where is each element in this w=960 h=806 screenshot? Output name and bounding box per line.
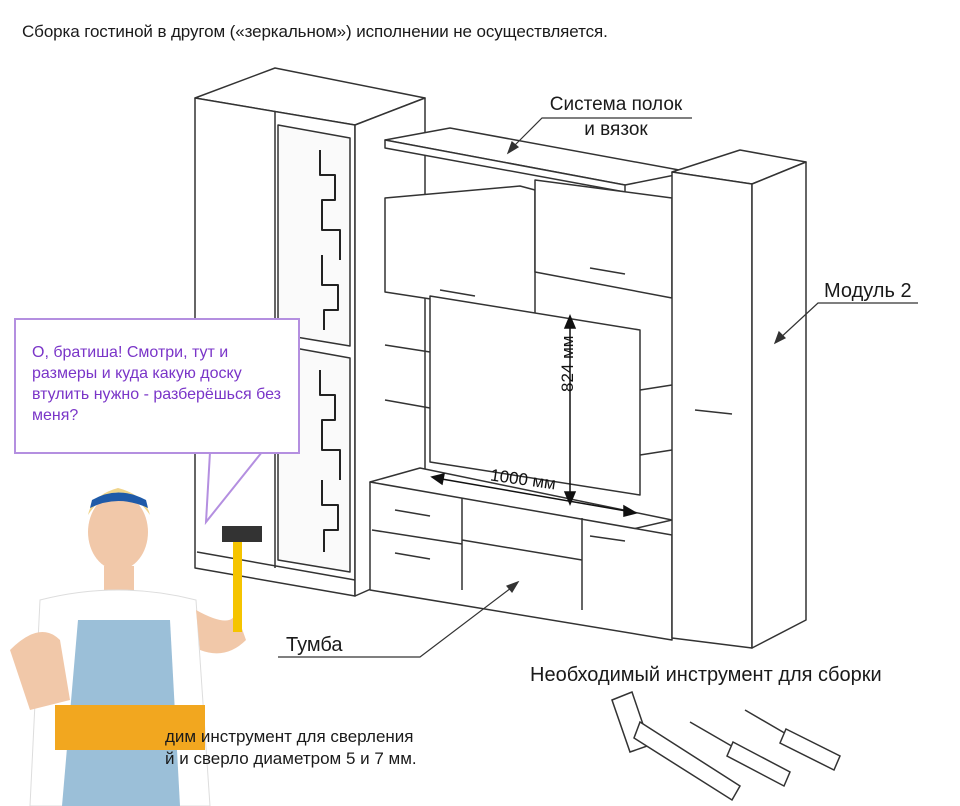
shelf-system bbox=[384, 127, 691, 496]
left-cabinet bbox=[194, 67, 426, 597]
top-note: Сборка гостиной в другом («зеркальном») … bbox=[22, 22, 608, 41]
label-system-line2: и вязок bbox=[584, 119, 648, 140]
label-shelf-system: Система полок и вязок bbox=[536, 92, 696, 142]
screwdriver-icon bbox=[689, 721, 791, 788]
tumba bbox=[369, 467, 673, 641]
door-pattern bbox=[319, 150, 341, 552]
drill-note: дим инструмент для сверления й и сверло … bbox=[165, 726, 505, 770]
tools-title: Необходимый инструмент для сборки bbox=[530, 664, 882, 686]
label-module-2: Модуль 2 bbox=[824, 280, 912, 302]
drill-note-line1: дим инструмент для сверления bbox=[165, 727, 414, 746]
label-system-line1: Система полок bbox=[549, 94, 683, 115]
drill-note-line2: й и сверло диаметром 5 и 7 мм. bbox=[165, 749, 417, 768]
worker-illustration bbox=[10, 488, 262, 806]
right-cabinet bbox=[671, 149, 807, 649]
label-tumba: Тумба bbox=[286, 634, 343, 656]
dimension-height: 824 мм bbox=[558, 335, 577, 392]
hammer-icon bbox=[611, 691, 742, 802]
speech-bubble-text: О, братиша! Смотри, тут и размеры и куда… bbox=[32, 344, 281, 424]
screwdriver-small-icon bbox=[744, 709, 841, 772]
speech-bubble: О, братиша! Смотри, тут и размеры и куда… bbox=[14, 318, 300, 454]
